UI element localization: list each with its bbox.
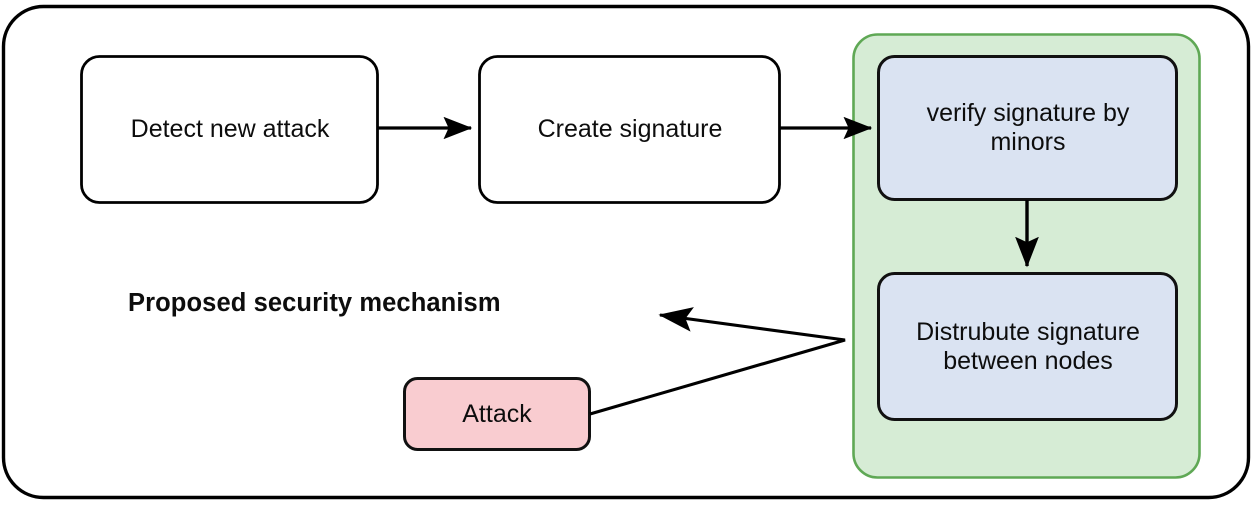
node-detect-new-attack[interactable] bbox=[80, 55, 379, 204]
edge-attack-to-mechanism bbox=[589, 307, 846, 416]
distribute-signature-hit-area[interactable] bbox=[878, 273, 1178, 421]
node-distribute-signature-between-nodes[interactable] bbox=[877, 272, 1178, 421]
verify-signature-hit-area[interactable] bbox=[878, 56, 1178, 201]
detect-new-attack-hit-area[interactable] bbox=[81, 56, 379, 204]
node-attack[interactable] bbox=[403, 377, 591, 451]
node-create-signature[interactable] bbox=[478, 55, 781, 204]
attack-hit-area[interactable] bbox=[404, 378, 591, 451]
create-signature-hit-area[interactable] bbox=[479, 56, 781, 204]
node-verify-signature-by-minors[interactable] bbox=[877, 55, 1178, 201]
